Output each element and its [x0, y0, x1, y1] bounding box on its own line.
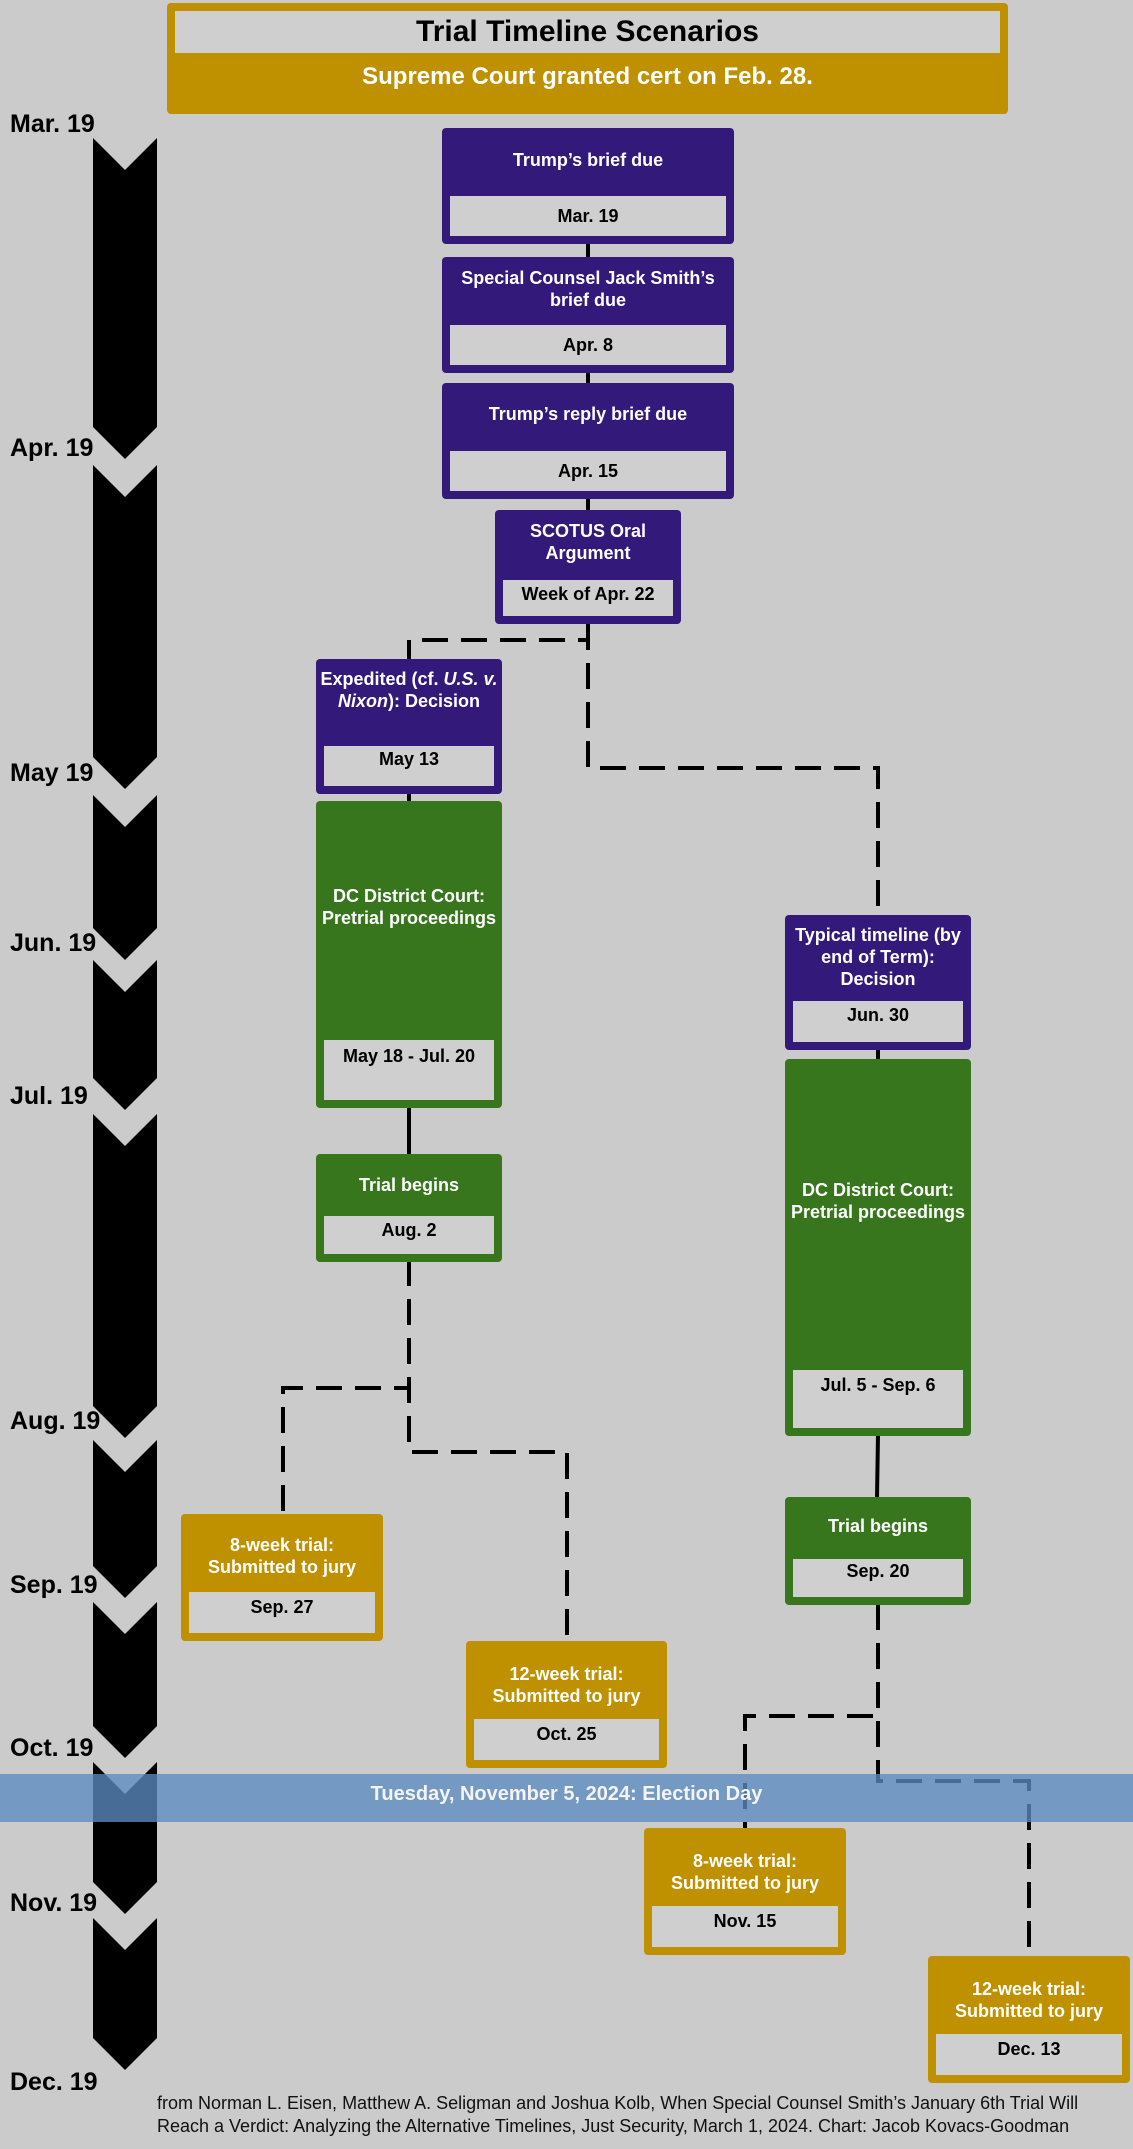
chevron-jul: [93, 1114, 157, 1438]
event-title: 8-week trial: Submitted to jury: [208, 1535, 356, 1577]
chevron-sep: [93, 1602, 157, 1758]
event-date: Jun. 30: [793, 1001, 963, 1042]
month-label: May 19: [10, 759, 94, 787]
event-title: Typical timeline (by end of Term): Decis…: [795, 925, 961, 989]
month-label: Mar. 19: [10, 110, 95, 138]
event-pretrial-a: DC District Court: Pretrial proceedings …: [316, 801, 502, 1108]
month-label: Nov. 19: [10, 1889, 98, 1917]
event-jury-8wk-a: 8-week trial: Submitted to jury Sep. 27: [181, 1514, 383, 1641]
event-date: May 18 - Jul. 20: [324, 1040, 494, 1100]
event-title: DC District Court: Pretrial proceedings: [321, 886, 497, 928]
event-pretrial-b: DC District Court: Pretrial proceedings …: [785, 1059, 971, 1436]
event-title: 8-week trial: Submitted to jury: [671, 1851, 819, 1893]
chevron-may: [93, 795, 157, 960]
event-trump-reply: Trump’s reply brief due Apr. 15: [442, 383, 734, 499]
event-title: Trump’s reply brief due: [488, 404, 688, 424]
month-label: Oct. 19: [10, 1734, 94, 1762]
month-label: Dec. 19: [10, 2068, 98, 2096]
month-label: Jun. 19: [10, 929, 97, 957]
event-typical-decision: Typical timeline (by end of Term): Decis…: [785, 915, 971, 1050]
event-date: Week of Apr. 22: [503, 580, 673, 616]
page-subtitle: Supreme Court granted cert on Feb. 28.: [362, 63, 813, 90]
event-smith-brief: Special Counsel Jack Smith’s brief due A…: [442, 257, 734, 373]
event-title: Special Counsel Jack Smith’s brief due: [461, 268, 715, 310]
event-date: Sep. 20: [793, 1559, 963, 1597]
event-jury-8wk-b: 8-week trial: Submitted to jury Nov. 15: [644, 1828, 846, 1955]
event-oral-argument: SCOTUS Oral Argument Week of Apr. 22: [495, 510, 681, 624]
event-title: Trial begins: [827, 1516, 929, 1536]
chevron-aug: [93, 1440, 157, 1598]
event-title: DC District Court: Pretrial proceedings: [790, 1180, 966, 1222]
event-date: Nov. 15: [652, 1906, 838, 1947]
event-date: May 13: [324, 746, 494, 786]
event-date: Sep. 27: [189, 1592, 375, 1633]
event-date: Apr. 15: [450, 451, 726, 491]
month-label: Aug. 19: [10, 1407, 101, 1435]
election-day-band: Tuesday, November 5, 2024: Election Day: [0, 1774, 1133, 1822]
event-title: 12-week trial: Submitted to jury: [955, 1979, 1103, 2021]
page-title: Trial Timeline Scenarios: [175, 11, 1000, 53]
event-date: Oct. 25: [474, 1719, 659, 1760]
event-title: Trial begins: [358, 1175, 460, 1195]
event-trial-begins-a: Trial begins Aug. 2: [316, 1154, 502, 1262]
event-date: Jul. 5 - Sep. 6: [793, 1370, 963, 1428]
chevron-jun: [93, 960, 157, 1110]
event-jury-12wk-b: 12-week trial: Submitted to jury Dec. 13: [928, 1956, 1130, 2083]
event-trial-begins-b: Trial begins Sep. 20: [785, 1497, 971, 1605]
header-banner: Trial Timeline Scenarios Supreme Court g…: [167, 3, 1008, 114]
event-expedited-decision: Expedited (cf. U.S. v. Nixon): Decision …: [316, 659, 502, 794]
month-label: Jul. 19: [10, 1082, 88, 1110]
chevron-mar: [93, 138, 157, 459]
event-date: Aug. 2: [324, 1216, 494, 1254]
event-trump-brief: Trump’s brief due Mar. 19: [442, 128, 734, 244]
event-date: Dec. 13: [936, 2034, 1122, 2075]
event-title: SCOTUS Oral Argument: [529, 521, 647, 563]
chevron-apr: [93, 465, 157, 789]
source-credit: from Norman L. Eisen, Matthew A. Seligma…: [157, 2093, 1079, 2136]
event-date: Mar. 19: [450, 196, 726, 236]
event-title: Expedited (cf. U.S. v. Nixon): Decision: [320, 669, 498, 711]
event-title: Trump’s brief due: [512, 150, 664, 170]
event-title: 12-week trial: Submitted to jury: [492, 1664, 641, 1706]
event-date: Apr. 8: [450, 325, 726, 365]
event-jury-12wk-a: 12-week trial: Submitted to jury Oct. 25: [466, 1641, 667, 1768]
month-label: Apr. 19: [10, 434, 94, 462]
chevron-nov: [93, 1918, 157, 2070]
month-label: Sep. 19: [10, 1571, 98, 1599]
